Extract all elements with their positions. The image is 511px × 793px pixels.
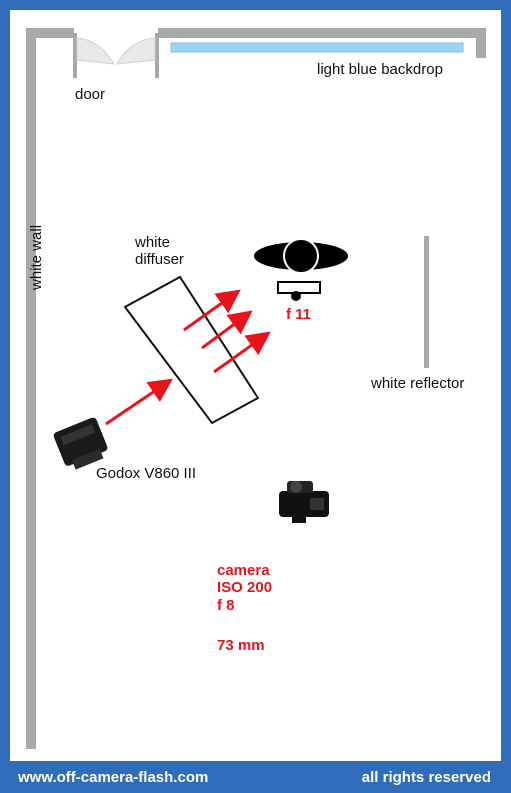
flash-to-diffuser-arrow	[105, 378, 173, 426]
subject-icon	[254, 238, 348, 301]
camera-icon	[279, 481, 329, 523]
footer-bar: www.off-camera-flash.com all rights rese…	[0, 761, 511, 793]
camera-label-line1: camera	[217, 562, 270, 579]
camera-label-line3: f 8	[217, 597, 235, 614]
light-arrows	[105, 289, 271, 426]
reflector-label: white reflector	[371, 375, 465, 392]
diffuser-label-line1: white	[135, 234, 171, 251]
reflector-panel	[424, 236, 429, 368]
diffuser-arrow-3	[213, 331, 271, 374]
diffuser-panel	[123, 275, 260, 425]
top-wall-left	[26, 28, 74, 38]
website-link[interactable]: www.off-camera-flash.com	[18, 769, 209, 786]
diffuser-arrow-1	[183, 289, 241, 332]
room-walls	[26, 28, 486, 749]
subject-aperture-label: f 11	[286, 306, 312, 323]
diffuser-arrow-2	[201, 310, 253, 350]
door-label: door	[75, 86, 106, 103]
diffuser-label-line2: diffuser	[135, 251, 184, 268]
rights-text: all rights reserved	[361, 769, 491, 786]
camera-label-line4: 73 mm	[217, 637, 265, 654]
flash-icon	[53, 417, 108, 470]
right-wall-stub	[476, 28, 486, 58]
door-icon	[73, 33, 159, 78]
backdrop-strip	[170, 42, 464, 53]
left-wall	[26, 28, 36, 749]
backdrop-label: light blue backdrop	[317, 61, 443, 78]
diagram-canvas	[10, 10, 501, 761]
flash-label: Godox V860 III	[96, 465, 197, 482]
wall-label: white wall	[28, 224, 45, 290]
camera-label-line2: ISO 200	[217, 579, 273, 596]
top-wall-right	[158, 28, 486, 38]
